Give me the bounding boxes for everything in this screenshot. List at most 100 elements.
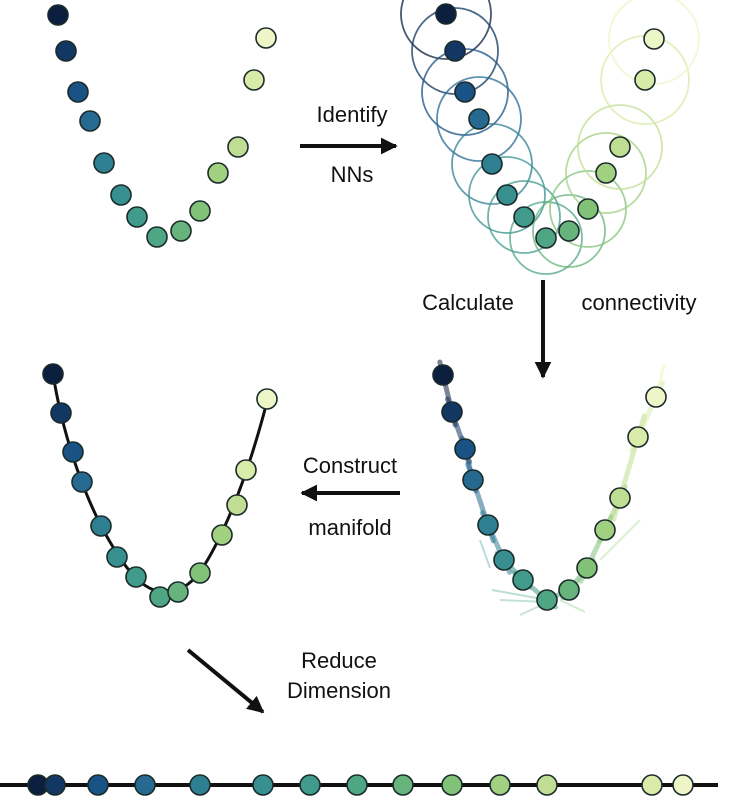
conn-point-8 <box>536 589 558 611</box>
label-construct: Construct <box>302 453 398 478</box>
embedding-point-9 <box>392 774 414 796</box>
embedding-point-8 <box>346 774 368 796</box>
embedding-point-13 <box>641 774 663 796</box>
connectivity-spread-6 <box>479 539 491 569</box>
manifold-point-10 <box>189 562 211 584</box>
panel-nearest-neighbors <box>400 0 700 275</box>
conn-point-9 <box>558 579 580 601</box>
embedding-point-5 <box>189 774 211 796</box>
raw-point-14 <box>255 27 277 49</box>
manifold-points <box>42 363 278 608</box>
nn-point-14 <box>643 28 665 50</box>
embedding-point-6 <box>252 774 274 796</box>
label-reduce: Reduce <box>301 648 377 673</box>
nn-point-3 <box>454 81 476 103</box>
neighborhood-circle-7 <box>487 180 561 254</box>
neighborhood-circle-10 <box>549 170 627 248</box>
conn-point-4 <box>462 469 484 491</box>
embedding-points <box>27 774 694 796</box>
label-connectivity: connectivity <box>581 290 697 315</box>
manifold-point-6 <box>106 546 128 568</box>
label-nns: NNs <box>330 162 374 187</box>
label-manifold: manifold <box>308 515 392 540</box>
manifold-point-13 <box>235 459 257 481</box>
raw-point-3 <box>67 81 89 103</box>
embedding-point-7 <box>299 774 321 796</box>
panel-1d-embedding <box>0 774 718 796</box>
nn-point-2 <box>444 40 466 62</box>
raw-point-10 <box>189 200 211 222</box>
manifold-point-5 <box>90 515 112 537</box>
panel-connectivity <box>432 359 667 616</box>
nn-point-13 <box>634 69 656 91</box>
raw-point-5 <box>93 152 115 174</box>
neighborhood-circle-12 <box>577 104 663 190</box>
connectivity-spread-5 <box>599 519 641 561</box>
manifold-point-12 <box>226 494 248 516</box>
nn-point-8 <box>535 227 557 249</box>
panel-manifold <box>42 363 278 608</box>
conn-point-13 <box>627 426 649 448</box>
nn-point-10 <box>577 198 599 220</box>
conn-point-2 <box>441 401 463 423</box>
conn-point-12 <box>609 487 631 509</box>
neighborhood-circle-6 <box>468 156 546 234</box>
embedding-point-11 <box>489 774 511 796</box>
nn-point-1 <box>435 3 457 25</box>
connectivity-spread-4 <box>559 599 586 613</box>
conn-point-6 <box>493 549 515 571</box>
embedding-point-3 <box>87 774 109 796</box>
conn-point-5 <box>477 514 499 536</box>
label-calculate: Calculate <box>422 290 514 315</box>
embedding-point-14 <box>672 774 694 796</box>
neighborhood-circle-9 <box>532 194 606 268</box>
connectivity-points <box>432 364 667 611</box>
nn-point-7 <box>513 206 535 228</box>
neighborhood-circle-5 <box>451 123 533 205</box>
raw-point-4 <box>79 110 101 132</box>
manifold-point-9 <box>167 581 189 603</box>
neighborhood-circle-11 <box>565 132 647 214</box>
raw-point-2 <box>55 40 77 62</box>
nn-point-9 <box>558 220 580 242</box>
conn-point-14 <box>645 386 667 408</box>
neighborhood-circle-1 <box>400 0 492 60</box>
manifold-point-7 <box>125 566 147 588</box>
arrow-reduce <box>186 648 265 714</box>
embedding-point-4 <box>134 774 156 796</box>
conn-point-10 <box>576 557 598 579</box>
raw-point-13 <box>243 69 265 91</box>
manifold-point-2 <box>50 402 72 424</box>
raw-point-7 <box>126 206 148 228</box>
manifold-point-11 <box>211 524 233 546</box>
nn-point-4 <box>468 108 490 130</box>
embedding-point-10 <box>441 774 463 796</box>
embedding-point-12 <box>536 774 558 796</box>
embedding-point-2 <box>44 774 66 796</box>
label-identify: Identify <box>316 102 388 127</box>
nn-point-11 <box>595 162 617 184</box>
conn-point-3 <box>454 438 476 460</box>
raw-point-11 <box>207 162 229 184</box>
manifold-point-8 <box>149 586 171 608</box>
neighborhood-circle-8 <box>509 201 583 275</box>
raw-point-9 <box>170 220 192 242</box>
neighborhood-circle-4 <box>436 76 522 162</box>
nn-points <box>435 3 665 249</box>
label-dimension: Dimension <box>287 678 391 703</box>
conn-point-11 <box>594 519 616 541</box>
manifold-point-1 <box>42 363 64 385</box>
conn-point-1 <box>432 364 454 386</box>
nn-point-6 <box>496 184 518 206</box>
raw-point-8 <box>146 226 168 248</box>
manifold-point-14 <box>256 388 278 410</box>
manifold-point-4 <box>71 471 93 493</box>
nn-point-5 <box>481 153 503 175</box>
conn-point-7 <box>512 569 534 591</box>
raw-point-6 <box>110 184 132 206</box>
raw-point-12 <box>227 136 249 158</box>
raw-point-1 <box>47 4 69 26</box>
manifold-point-3 <box>62 441 84 463</box>
